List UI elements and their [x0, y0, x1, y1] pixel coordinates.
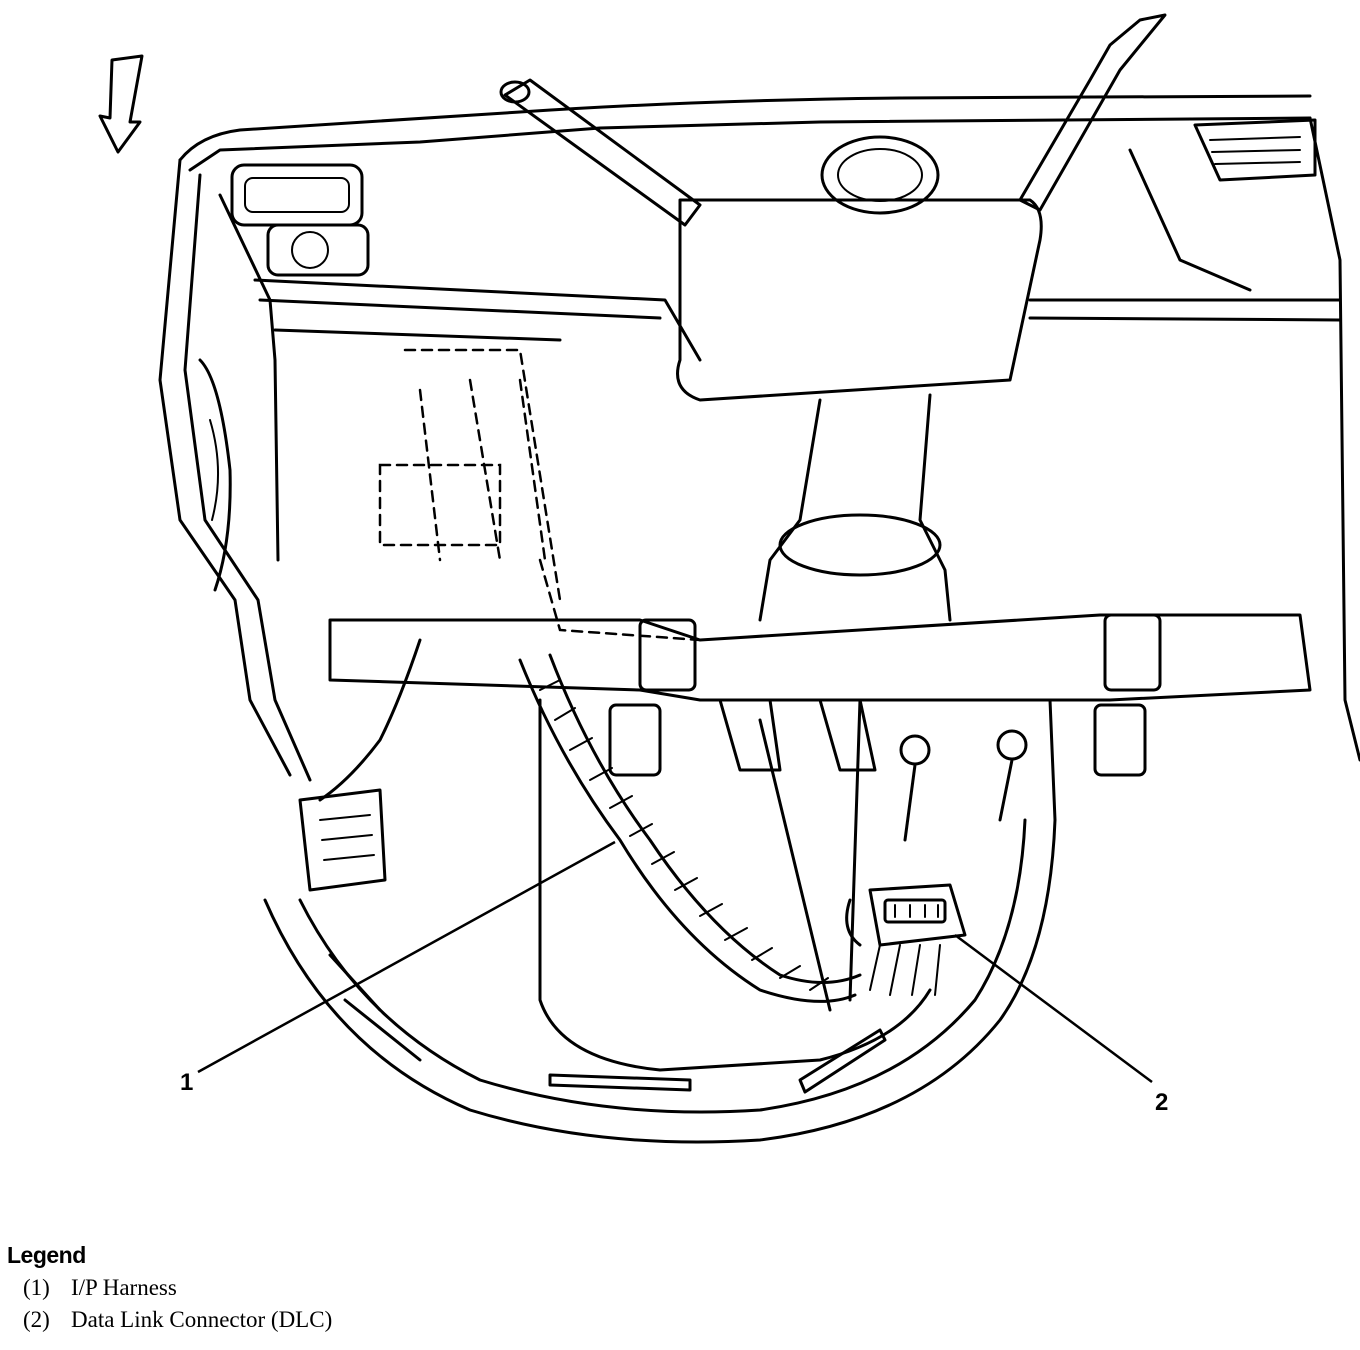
- ip-harness: [298, 638, 862, 1003]
- steering-column-cover: [676, 135, 1043, 622]
- ip-harness-dlc-illustration: 1 2: [98, 13, 1360, 1144]
- right-air-vent: [1193, 118, 1317, 182]
- legend-item-number: (2): [23, 1307, 50, 1332]
- callout-2: 2: [954, 933, 1168, 1116]
- shift-lever: [1018, 13, 1167, 212]
- callout-1-label: 1: [180, 1069, 193, 1096]
- multifunction-stalk: [499, 78, 702, 227]
- callout-2-label: 2: [1155, 1089, 1168, 1116]
- legend-item-text: I/P Harness: [71, 1275, 177, 1300]
- legend-item-text: Data Link Connector (DLC): [71, 1307, 333, 1332]
- knee-bolster: [538, 698, 1028, 1072]
- legend-item-number: (1): [23, 1275, 50, 1300]
- callout-1: 1: [180, 840, 616, 1096]
- cross-car-beam: [328, 613, 1312, 777]
- legend-item: (1) I/P Harness: [23, 1275, 332, 1301]
- legend-item: (2) Data Link Connector (DLC): [23, 1307, 332, 1333]
- data-link-connector: [845, 883, 967, 996]
- hidden-components: [378, 348, 702, 642]
- instrument-panel-frame: [158, 94, 1360, 782]
- legend: Legend (1) I/P Harness (2) Data Link Con…: [7, 1242, 332, 1339]
- lower-dash-opening: [263, 698, 1057, 1144]
- arrow-down-icon: [98, 54, 144, 154]
- left-air-vent: [198, 163, 370, 592]
- legend-title: Legend: [7, 1242, 86, 1268]
